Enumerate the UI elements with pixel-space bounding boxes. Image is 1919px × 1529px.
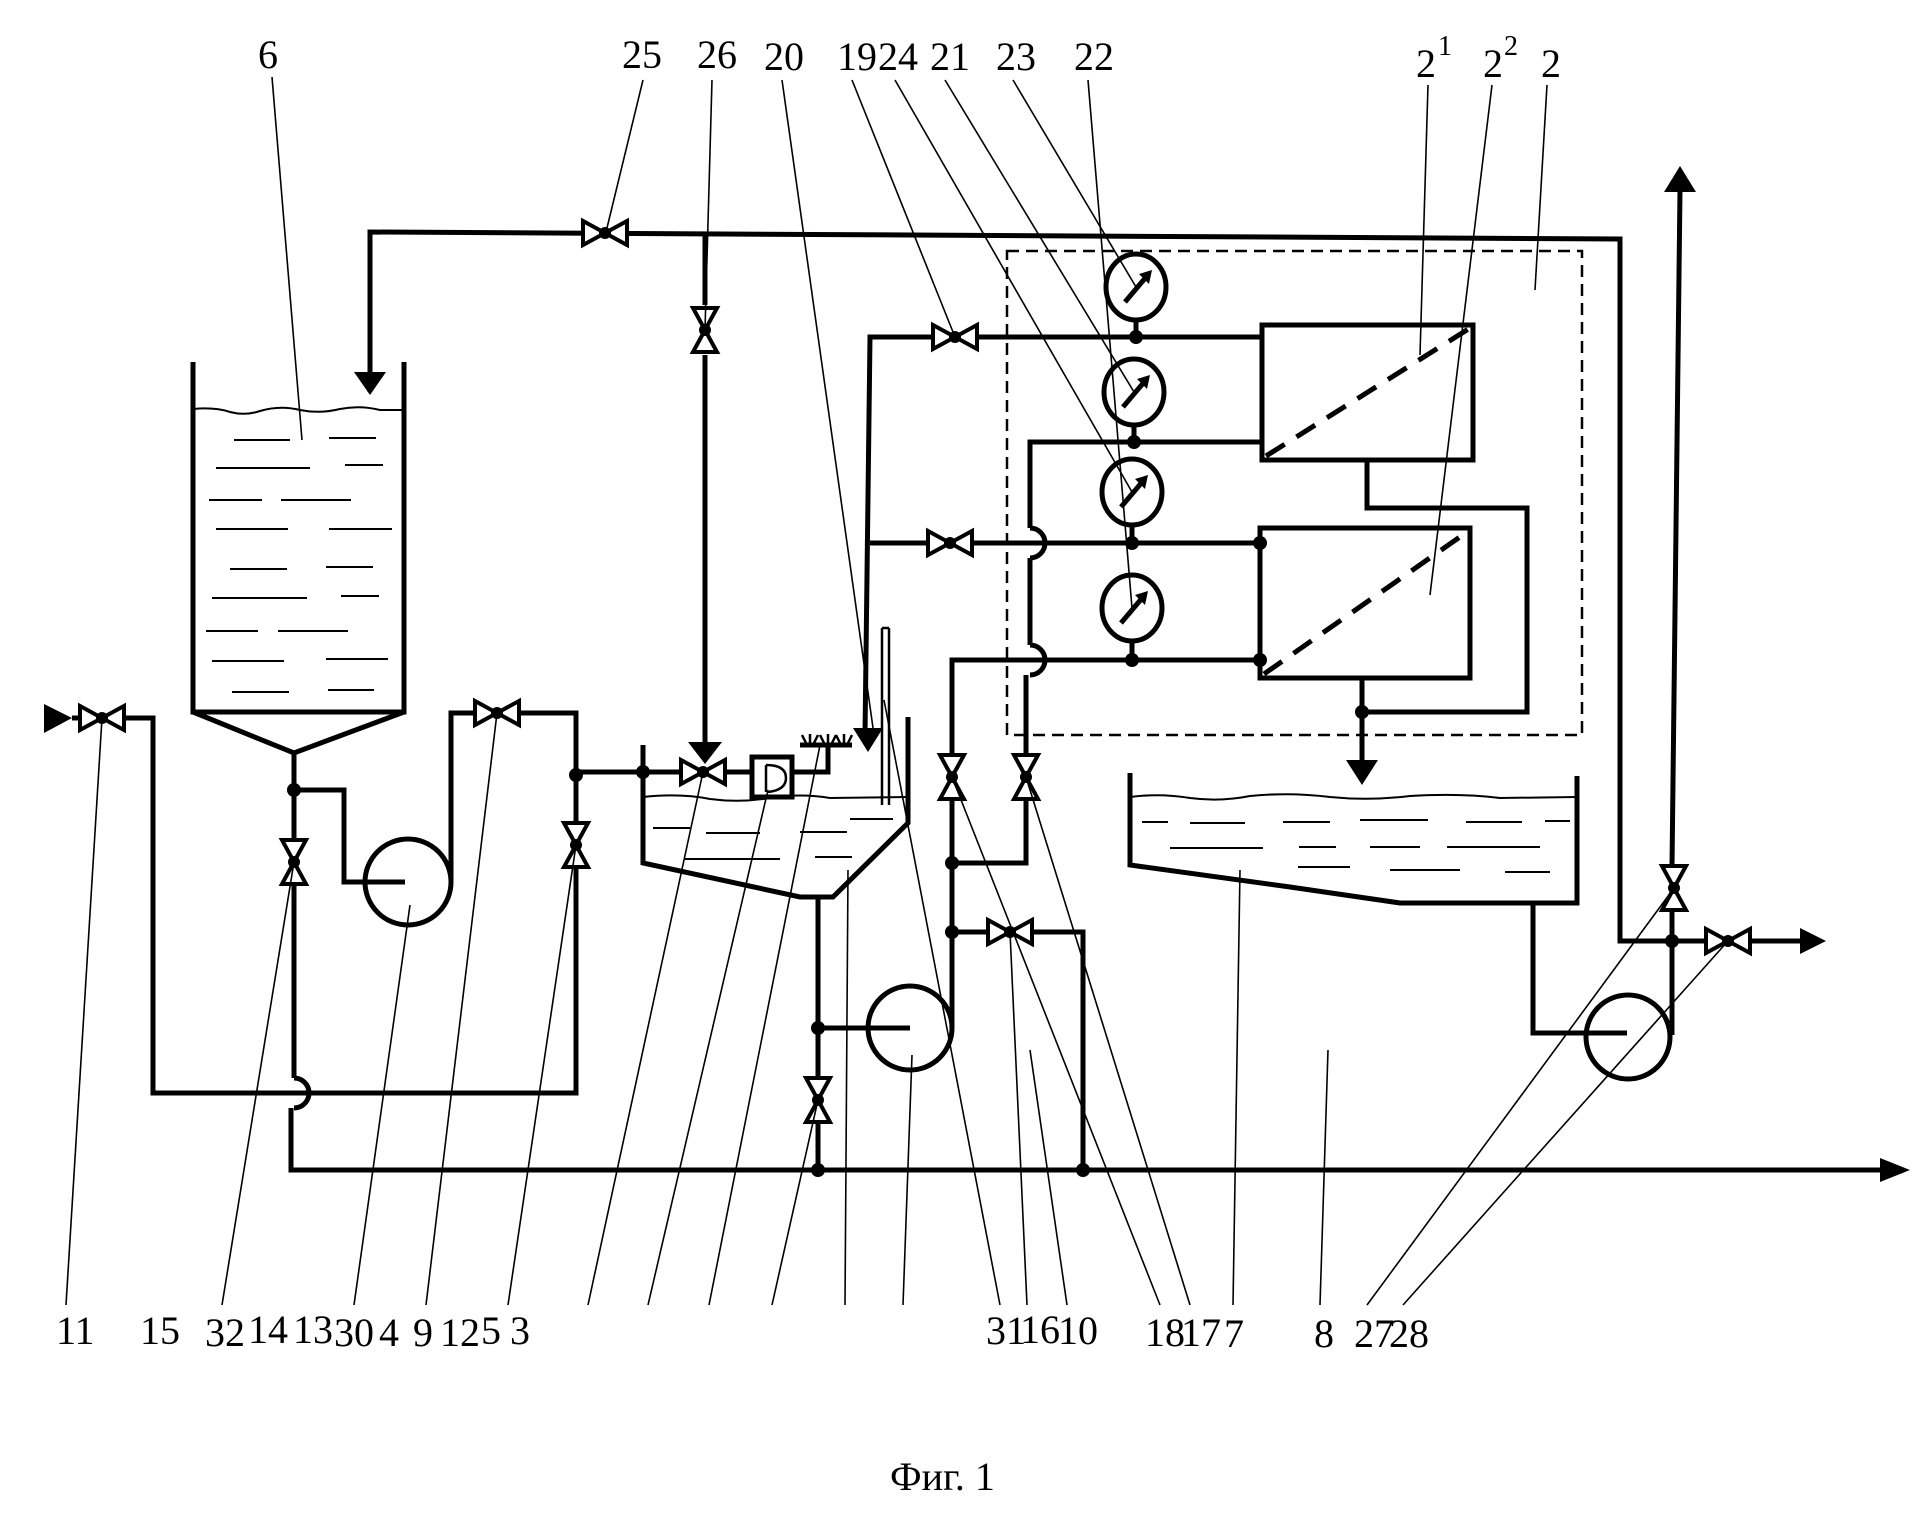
membrane-unit-2-boundary <box>1005 249 1584 737</box>
arrow-into-tank-7 <box>1346 760 1378 785</box>
label-valve-16: 16 <box>1020 1307 1060 1352</box>
inlet-arrow-11 <box>44 704 72 733</box>
label-valve-12: 12 <box>440 1310 480 1355</box>
label-gauge-23: 23 <box>996 34 1036 79</box>
pressure-gauge-23 <box>1103 251 1169 323</box>
label-valve-26: 26 <box>697 32 737 77</box>
label-valve-19: 19 <box>837 34 877 79</box>
label-unit-2: 2 <box>1541 41 1561 86</box>
label-module-2-2-sup: 2 <box>1504 31 1518 62</box>
valve-28[interactable] <box>1704 925 1752 957</box>
leader-lines <box>65 76 1729 1306</box>
labels: 6 25 26 20 19 24 21 23 22 2 1 2 2 2 11 1… <box>56 31 1561 1499</box>
label-sprinkler-9: 9 <box>413 1310 433 1355</box>
pressure-gauge-21 <box>1101 356 1167 428</box>
label-valve-18: 18 <box>1145 1310 1185 1355</box>
tank-6 <box>190 362 407 756</box>
arrow-into-tank-5 <box>688 742 722 764</box>
valve-15[interactable] <box>278 838 310 886</box>
valve-25[interactable] <box>581 217 629 249</box>
pump-8-piping <box>1530 166 1826 1036</box>
label-valve-14: 14 <box>248 1307 288 1352</box>
permeate-outlet-arrow <box>1664 166 1696 192</box>
left-piping <box>44 704 1910 1182</box>
label-module-2-1: 2 <box>1416 41 1436 86</box>
figure-caption: Фиг. 1 <box>890 1454 995 1499</box>
label-module-2-2: 2 <box>1483 41 1503 86</box>
label-valve-13: 13 <box>293 1307 333 1352</box>
membrane-module-2-2 <box>1257 525 1473 681</box>
valve-13[interactable] <box>560 821 592 869</box>
valve-30[interactable] <box>679 756 727 788</box>
label-valve-30: 30 <box>334 1310 374 1355</box>
label-valve-11: 11 <box>56 1308 95 1353</box>
label-tank-7: 7 <box>1224 1311 1244 1356</box>
float-valve-4[interactable] <box>749 754 795 800</box>
label-valve-25: 25 <box>622 32 662 77</box>
membrane-piping <box>853 320 1530 785</box>
screen-31 <box>880 626 891 805</box>
sprinkler-9 <box>800 734 854 748</box>
label-gauge-22: 22 <box>1074 34 1114 79</box>
arrow-into-tank-6 <box>354 372 386 395</box>
valve-19[interactable] <box>931 321 979 353</box>
membrane-module-2-1 <box>1259 322 1476 463</box>
label-valve-28: 28 <box>1389 1311 1429 1356</box>
pressure-gauge-24 <box>1099 456 1165 528</box>
label-module-2-1-sup: 1 <box>1438 31 1452 62</box>
valve-20[interactable] <box>926 527 974 559</box>
label-valve-20: 20 <box>764 34 804 79</box>
pump-3-piping <box>811 797 1090 1177</box>
label-tank-6: 6 <box>258 32 278 77</box>
valve-14[interactable] <box>473 697 521 729</box>
drain-outlet-arrow <box>1880 1158 1910 1182</box>
label-tank-5: 5 <box>481 1308 501 1353</box>
label-pump-32: 32 <box>205 1310 245 1355</box>
label-valve-15: 15 <box>140 1308 180 1353</box>
label-gauge-21: 21 <box>930 34 970 79</box>
label-pump-8: 8 <box>1314 1311 1334 1356</box>
valve-17[interactable] <box>1010 753 1042 801</box>
label-screen-31: 31 <box>986 1308 1026 1353</box>
label-pipe-10: 10 <box>1058 1308 1098 1353</box>
label-valve-27: 27 <box>1354 1311 1394 1356</box>
label-pump-3: 3 <box>510 1308 530 1353</box>
valve-11[interactable] <box>78 702 126 734</box>
pump-8[interactable] <box>1583 992 1673 1082</box>
pump-3[interactable] <box>865 983 955 1073</box>
pressure-gauge-22 <box>1099 572 1165 644</box>
label-valve-17: 17 <box>1181 1310 1221 1355</box>
label-float-4: 4 <box>379 1310 399 1355</box>
valve-12[interactable] <box>802 1076 834 1124</box>
valve-16[interactable] <box>986 916 1034 948</box>
label-gauge-24: 24 <box>878 34 918 79</box>
tank-7 <box>1127 773 1580 906</box>
product-outlet-arrow <box>1800 928 1826 954</box>
tank-6-liquid-hatch <box>206 437 392 693</box>
